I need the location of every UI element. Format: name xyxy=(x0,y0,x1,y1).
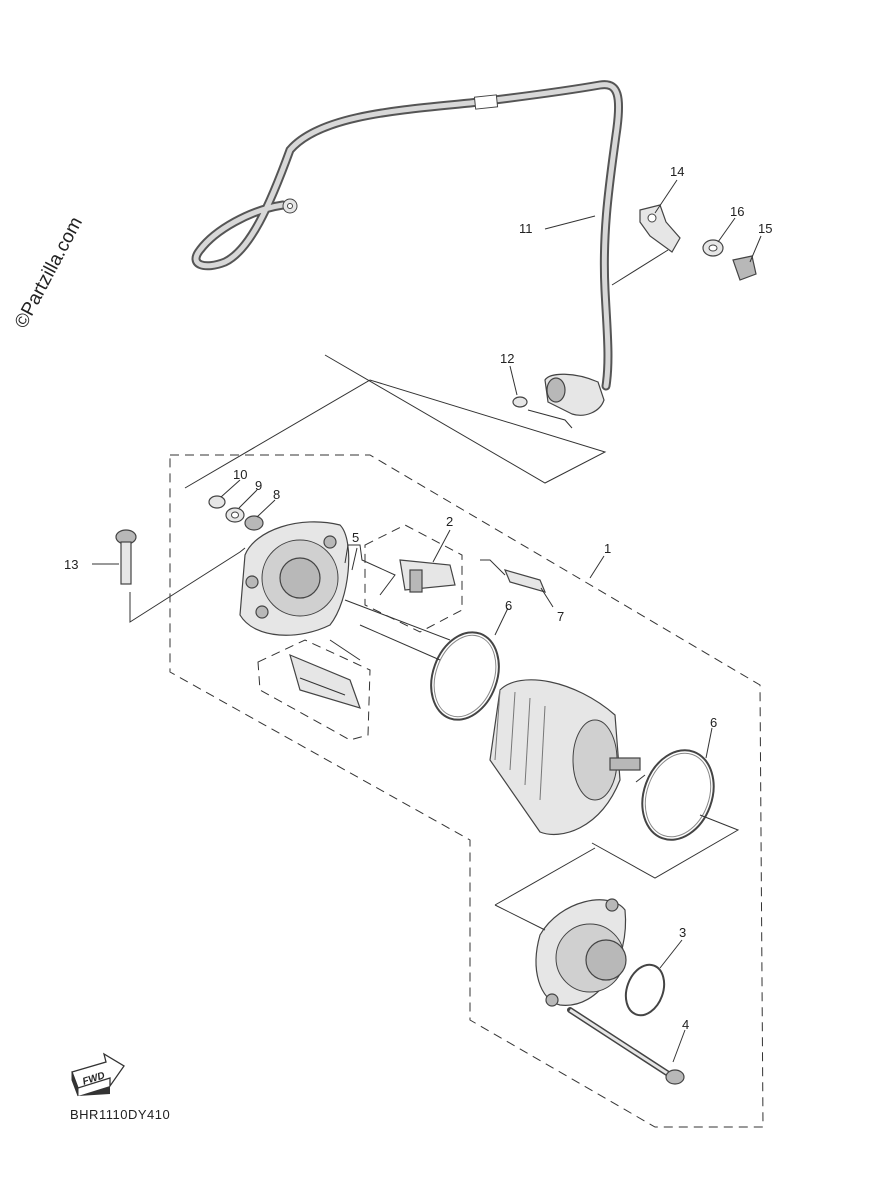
brush-group-boundary xyxy=(364,524,463,633)
callout-4: 4 xyxy=(682,1017,689,1032)
callout-13: 13 xyxy=(64,557,78,572)
callout-11: 11 xyxy=(519,221,533,236)
nut-12[interactable] xyxy=(512,396,528,408)
o-ring-6a[interactable] xyxy=(420,623,511,729)
cable-lug-14[interactable] xyxy=(639,204,681,253)
diagram-code: BHR1110DY410 xyxy=(70,1107,171,1122)
assembly-lines xyxy=(129,249,740,931)
callout-labels: 1 2 3 4 5 6 6 7 8 9 10 11 12 13 14 15 16 xyxy=(64,164,772,1032)
brush-set-5[interactable] xyxy=(289,653,361,709)
callout-10: 10 xyxy=(233,467,247,482)
fwd-arrow-icon: FWD xyxy=(71,1052,125,1097)
starter-front-cover[interactable] xyxy=(239,521,350,636)
washer-16[interactable] xyxy=(702,239,724,257)
bolt-13[interactable] xyxy=(115,529,137,585)
bolt-7[interactable] xyxy=(503,569,547,593)
callout-leaders xyxy=(92,179,762,1063)
starter-yoke-armature[interactable] xyxy=(489,679,641,836)
callout-12: 12 xyxy=(500,351,514,366)
starter-cable[interactable] xyxy=(191,80,624,391)
cable-terminal-boot[interactable] xyxy=(544,373,605,416)
o-ring-8[interactable] xyxy=(244,515,264,531)
callout-1: 1 xyxy=(604,541,611,556)
callout-3: 3 xyxy=(679,925,686,940)
callout-9: 9 xyxy=(255,478,262,493)
callout-6b: 6 xyxy=(710,715,717,730)
callout-14: 14 xyxy=(670,164,684,179)
callout-2: 2 xyxy=(446,514,453,529)
callout-6a: 6 xyxy=(505,598,512,613)
o-ring-6b[interactable] xyxy=(630,740,725,850)
starter-rear-cover[interactable] xyxy=(535,898,627,1007)
brush-holder-2[interactable] xyxy=(399,559,456,593)
callout-15: 15 xyxy=(758,221,772,236)
long-bolt-4[interactable] xyxy=(567,1007,685,1085)
brush-set-boundary xyxy=(257,639,371,741)
callout-5: 5 xyxy=(352,530,359,545)
nut-10[interactable] xyxy=(208,495,226,509)
bolt-15[interactable] xyxy=(732,255,757,281)
callout-16: 16 xyxy=(730,204,744,219)
washer-9[interactable] xyxy=(225,507,245,523)
o-ring-3[interactable] xyxy=(619,959,671,1020)
assembly-boundary-1 xyxy=(169,454,764,1128)
callout-8: 8 xyxy=(273,487,280,502)
callout-7: 7 xyxy=(557,609,564,624)
